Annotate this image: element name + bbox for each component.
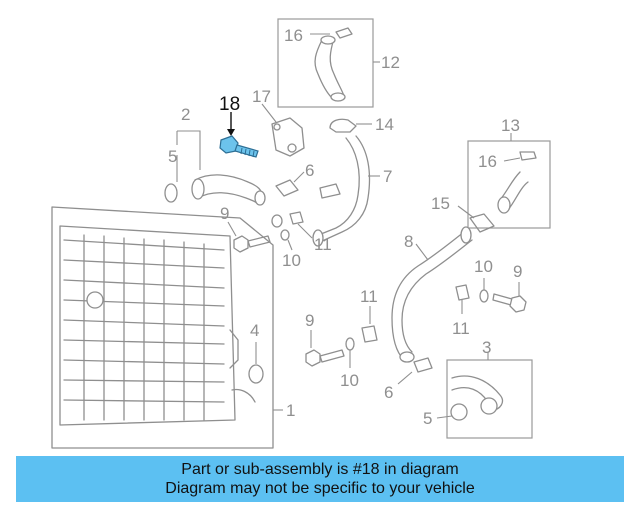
part-2-hose	[176, 130, 266, 206]
callout-15: 15	[431, 194, 450, 213]
part-17-housing	[261, 103, 305, 157]
callout-17: 17	[252, 87, 271, 106]
part-13-box	[467, 133, 551, 229]
banner-line-2: Diagram may not be specific to your vehi…	[165, 480, 475, 497]
callout-14: 14	[375, 115, 394, 134]
callout-9-upper: 9	[220, 204, 229, 223]
callout-2: 2	[181, 105, 190, 124]
part-18-highlighted	[219, 112, 259, 158]
info-banner: Part or sub-assembly is #18 in diagram D…	[16, 456, 624, 502]
part-6-clamp-lower	[397, 357, 433, 385]
callout-11-upper: 11	[314, 235, 332, 254]
part-9-10-11-lower	[305, 306, 378, 368]
part-15-clamp	[457, 205, 495, 233]
part-1-radiator	[51, 206, 283, 449]
callout-16-top: 16	[284, 26, 303, 45]
part-9-10-11-upper	[227, 211, 313, 253]
callout-8: 8	[404, 232, 413, 251]
part-6-clamp-upper	[275, 171, 305, 197]
callout-11-lower: 11	[360, 287, 378, 306]
part-5-ring	[164, 155, 178, 203]
callout-4: 4	[250, 321, 259, 340]
parts-diagram: 18 17 16 12 2 5 14 6 7 9 10 11 13 16 15 …	[51, 18, 551, 449]
callout-18: 18	[219, 94, 240, 115]
part-8-pipe	[391, 226, 473, 363]
part-7-pipe	[312, 135, 380, 247]
part-4-ring	[248, 342, 264, 384]
callout-1: 1	[286, 401, 295, 420]
callout-labels: 18 17 16 12 2 5 14 6 7 9 10 11 13 16 15 …	[168, 26, 522, 428]
callout-7: 7	[383, 167, 392, 186]
part-9-10-11-right	[455, 278, 527, 314]
callout-10-lower: 10	[340, 371, 359, 390]
callout-9-lower: 9	[305, 311, 314, 330]
part-14-clamp	[329, 118, 372, 133]
callout-5-right: 5	[423, 409, 432, 428]
callout-5-left: 5	[168, 147, 177, 166]
callout-10-upper: 10	[282, 251, 301, 270]
callout-12: 12	[381, 53, 400, 72]
callout-16-right: 16	[478, 152, 497, 171]
callout-13: 13	[501, 116, 520, 135]
callout-10-right: 10	[474, 257, 493, 276]
part-3-box	[436, 352, 533, 439]
banner-line-1: Part or sub-assembly is #18 in diagram	[181, 461, 459, 478]
callout-6-lower: 6	[384, 383, 393, 402]
callout-6-upper: 6	[305, 161, 314, 180]
callout-9-right: 9	[513, 262, 522, 281]
part-12-box	[277, 18, 380, 108]
callout-3: 3	[482, 338, 491, 357]
callout-11-right: 11	[452, 319, 470, 338]
